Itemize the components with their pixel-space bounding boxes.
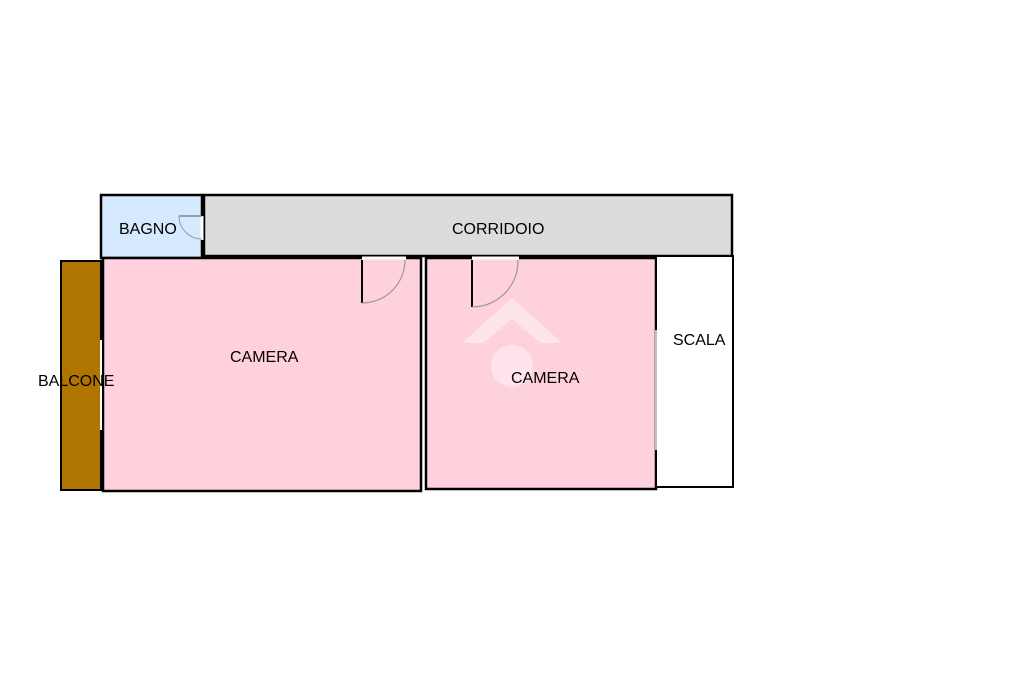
room-scala: [655, 255, 734, 488]
watermark-overlay: [462, 298, 562, 387]
label-bagno: BAGNO: [119, 221, 177, 238]
room-camera-right: [424, 256, 658, 491]
label-balcone: BALCONE: [38, 373, 114, 390]
label-scala: SCALA: [673, 332, 726, 349]
room-balcone: [60, 260, 102, 491]
door-camera-left: [361, 256, 406, 304]
room-corridoio: [202, 193, 734, 258]
label-camera-left: CAMERA: [230, 349, 299, 366]
door-bagno: [178, 215, 204, 240]
room-camera-left: [101, 256, 423, 493]
door-camera-right: [471, 256, 519, 308]
label-corridoio: CORRIDOIO: [452, 221, 544, 238]
label-camera-right: CAMERA: [511, 370, 580, 387]
